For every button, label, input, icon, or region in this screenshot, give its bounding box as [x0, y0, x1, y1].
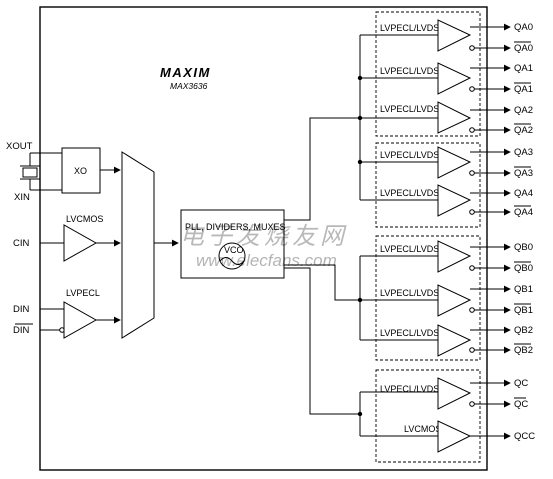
qa1-bar-label: QA1 [514, 84, 533, 95]
qa2-label: QA2 [514, 105, 533, 116]
buffer-qa0: LVPECL/LVDS [380, 19, 511, 52]
buffer-qa2: LVPECL/LVDS [380, 101, 511, 134]
xo-block [61, 147, 101, 194]
qb0-label: QB0 [514, 242, 533, 253]
watermark-cn: 电子发烧友网 [180, 222, 348, 250]
lvcmos-input-label: LVCMOS [66, 214, 103, 224]
crystal-symbol [20, 152, 62, 191]
lvpecl-input-buffer [63, 301, 98, 339]
buffer-qb2-label: LVPECL/LVDS [380, 328, 439, 338]
qb2-label: QB2 [514, 325, 533, 336]
din-bar-pin-label: DIN [13, 325, 30, 336]
buffer-qa1: LVPECL/LVDS [380, 62, 511, 95]
buffer-qa4-label: LVPECL/LVDS [380, 188, 439, 198]
qb0-bar-label: QB0 [514, 263, 533, 274]
buffer-qa0-label: LVPECL/LVDS [380, 23, 439, 33]
bank-a-bottom-group [375, 142, 481, 228]
bank-c-group [375, 369, 481, 463]
qcc-label: QCC [514, 431, 535, 442]
qa2-bar-label: QA2 [514, 125, 533, 136]
input-mux [121, 151, 155, 339]
vco-sine-symbol [219, 257, 245, 265]
cin-pin-label: CIN [13, 238, 30, 249]
buffer-qa3: LVPECL/LVDS [380, 146, 511, 179]
lvpecl-input-label: LVPECL [66, 288, 100, 298]
buffer-qb1: LVPECL/LVDS [380, 284, 511, 317]
qc-bar-label: QC [514, 399, 528, 410]
watermark-url: www.elecfans.com [196, 251, 337, 270]
qb1-label: QB1 [514, 284, 533, 295]
buffer-qa3-label: LVPECL/LVDS [380, 150, 439, 160]
vco-label: VCO [224, 245, 244, 255]
qa3-label: QA3 [514, 147, 533, 158]
bank-a-top-group [375, 11, 481, 137]
qa4-label: QA4 [514, 188, 533, 199]
buffer-qb2: LVPECL/LVDS [380, 324, 511, 357]
bank-a-bus [357, 34, 438, 201]
qa3-bar-label: QA3 [514, 168, 533, 179]
xo-label: XO [74, 166, 87, 176]
bank-b-bus [357, 255, 438, 341]
pll-label: PLL, DIVIDERS, MUXES [185, 222, 286, 232]
xin-pin-label: XIN [14, 192, 30, 203]
lvcmos-input-buffer [63, 224, 98, 262]
qa0-bar-label: QA0 [514, 43, 533, 54]
maxim-logo: MAXIM [160, 65, 211, 80]
buffer-qa1-label: LVPECL/LVDS [380, 66, 439, 76]
buffer-qb1-label: LVPECL/LVDS [380, 288, 439, 298]
qa4-bar-label: QA4 [514, 207, 533, 218]
chip-outline [39, 6, 488, 471]
buffer-qa2-label: LVPECL/LVDS [380, 104, 439, 114]
xout-pin-label: XOUT [6, 141, 33, 152]
qa0-label: QA0 [514, 22, 533, 33]
vco-circle [218, 242, 246, 270]
buffer-qcc-label: LVCMOS [404, 424, 441, 434]
output-pin-labels: QA0 QA0 QA1 QA1 QA2 QA2 QA3 QA3 QA4 QA4 … [514, 22, 535, 442]
bank-c-bus [357, 391, 438, 437]
buffer-qc: LVPECL/LVDS [380, 377, 511, 410]
part-number: MAX3636 [170, 81, 208, 91]
buffer-qb0: LVPECL/LVDS [380, 240, 511, 273]
qa1-label: QA1 [514, 63, 533, 74]
din-pin-label: DIN [13, 304, 30, 315]
qb2-bar-label: QB2 [514, 345, 533, 356]
buffer-qcc: LVCMOS [404, 420, 511, 453]
buffer-qb0-label: LVPECL/LVDS [380, 244, 439, 254]
qb1-bar-label: QB1 [514, 305, 533, 316]
bank-b-group [375, 235, 481, 361]
qc-label: QC [514, 378, 528, 389]
buffer-qc-label: LVPECL/LVDS [380, 384, 439, 394]
pll-output-buses [284, 117, 360, 415]
buffer-qa4: LVPECL/LVDS [380, 184, 511, 217]
